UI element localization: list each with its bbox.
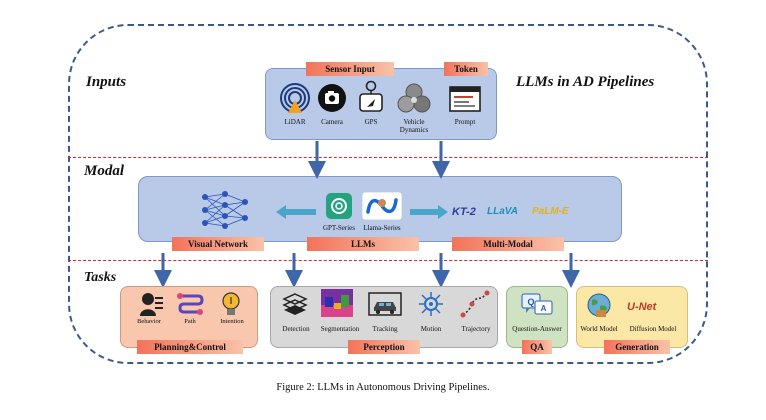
world-model-icon (587, 293, 611, 317)
qa-item-question-answer: Question-Answer (512, 325, 562, 333)
multimodal-label: Multi-Modal (452, 237, 564, 251)
question-answer-icon: Q A (521, 293, 553, 315)
llms-label: LLMs (307, 237, 419, 251)
perception-item-tracking: Tracking (372, 325, 398, 333)
detection-icon (282, 293, 308, 315)
path-icon (177, 293, 204, 315)
llama-logo-icon (362, 192, 402, 220)
planning-item-behavior: Behavior (137, 318, 161, 325)
segmentation-icon (321, 289, 353, 317)
input-item-lidar: LiDAR (284, 118, 306, 126)
input-item-camera: Camera (321, 118, 343, 126)
gps-icon (359, 80, 383, 112)
perception-item-motion: Motion (420, 325, 442, 333)
input-item-gps: GPS (364, 118, 378, 126)
behavior-icon (140, 293, 163, 316)
figure-caption: Figure 2: LLMs in Autonomous Driving Pip… (276, 382, 490, 393)
trajectory-icon (460, 290, 490, 318)
logo-llava: LLaVA (487, 206, 518, 217)
logo-palm-e: PaLM-E (532, 206, 569, 217)
token-label: Token (444, 62, 488, 76)
arrow-to-multimodal (410, 205, 448, 219)
perception-label: Perception (348, 340, 420, 354)
llm-item-llama: Llama-Series (363, 224, 401, 232)
perception-item-segmentation: Segmentation (320, 325, 360, 333)
neural-network-icon (202, 191, 248, 229)
unet-logo: U-Net (627, 301, 657, 313)
input-item-vehicle-dynamics: Vehicle Dynamics (399, 118, 429, 134)
llm-item-gpt: GPT-Series (322, 224, 356, 232)
intention-icon (222, 292, 240, 315)
perception-item-detection: Detection (282, 325, 310, 333)
lidar-icon (280, 83, 310, 113)
prompt-icon (449, 86, 481, 112)
perception-panel (270, 286, 498, 348)
tracking-icon (368, 292, 402, 316)
outer-frame (68, 24, 708, 364)
qa-label: QA (522, 340, 552, 354)
svg-text:Q: Q (527, 297, 534, 307)
camera-icon (318, 84, 346, 112)
divider-modal-tasks (68, 260, 708, 261)
visual-network-label: Visual Network (172, 237, 264, 251)
gpt-logo-icon (326, 193, 352, 219)
planning-item-intention: Intention (220, 318, 244, 325)
vehicle-dynamics-icon (397, 83, 431, 113)
motion-icon (419, 292, 443, 316)
planning-item-path: Path (184, 318, 196, 325)
generation-item-world-model: World Model (580, 325, 618, 333)
input-item-prompt: Prompt (454, 118, 476, 126)
generation-label: Generation (604, 340, 670, 354)
section-inputs-title: Inputs (86, 74, 127, 90)
divider-inputs-modal (68, 157, 708, 158)
perception-item-trajectory: Trajectory (461, 325, 491, 333)
planning-label: Planning&Control (137, 340, 243, 354)
arrow-to-visual-network (276, 205, 316, 219)
logo-kt2: KT-2 (452, 206, 476, 218)
diagram-title: LLMs in AD Pipelines (516, 74, 655, 90)
sensor-input-label: Sensor Input (306, 62, 394, 76)
section-tasks-title: Tasks (84, 270, 117, 285)
svg-text:A: A (541, 304, 547, 313)
generation-item-diffusion-model: Diffusion Model (629, 325, 677, 333)
section-modal-title: Modal (84, 163, 125, 179)
